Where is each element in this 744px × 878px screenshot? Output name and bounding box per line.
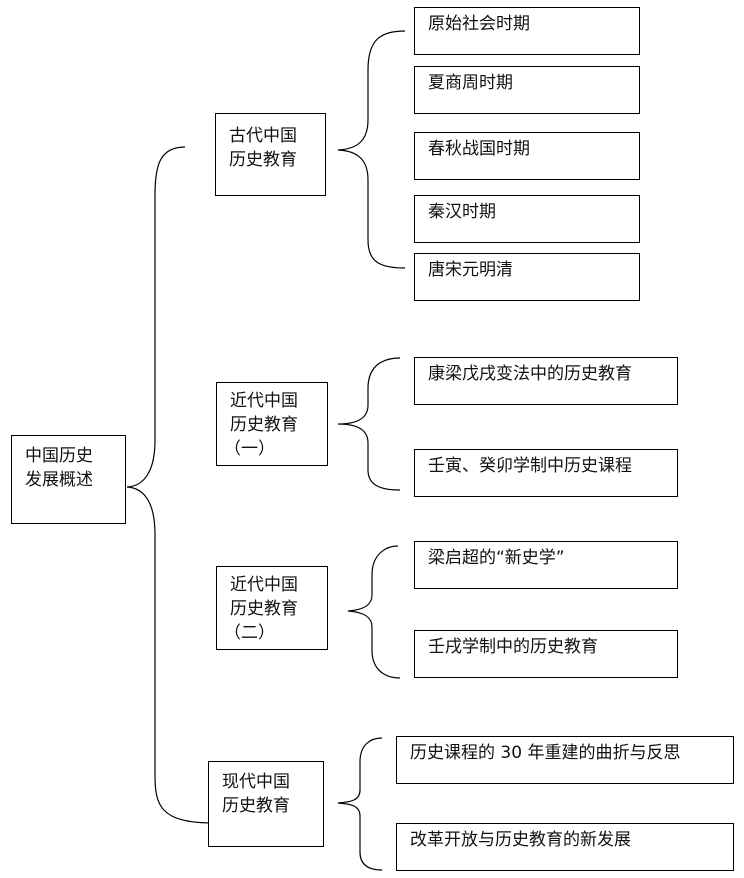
leaf-node: 唐宋元明清 xyxy=(414,253,640,301)
leaf-label: 唐宋元明清 xyxy=(428,260,513,280)
group-line: 历史教育 xyxy=(230,415,298,435)
group-line: 古代中国 xyxy=(229,126,297,146)
group-node-contemporary: 现代中国 历史教育 xyxy=(208,761,324,847)
leaf-node: 原始社会时期 xyxy=(414,7,640,55)
group-line: （一） xyxy=(224,439,275,459)
leaf-node: 壬戌学制中的历史教育 xyxy=(414,630,678,678)
leaf-node: 康梁戊戌变法中的历史教育 xyxy=(414,357,678,405)
leaf-label: 康梁戊戌变法中的历史教育 xyxy=(428,364,632,384)
leaf-label: 秦汉时期 xyxy=(428,202,496,222)
leaf-label: 改革开放与历史教育的新发展 xyxy=(410,830,631,850)
group2-bracket xyxy=(337,357,401,491)
leaf-node: 梁启超的“新史学” xyxy=(414,541,678,589)
leaf-label: 壬寅、癸卯学制中历史课程 xyxy=(428,456,632,476)
root-bracket xyxy=(126,146,214,824)
group-line: 近代中国 xyxy=(230,575,298,595)
group-line: 历史教育 xyxy=(229,150,297,170)
leaf-node: 历史课程的 30 年重建的曲折与反思 xyxy=(396,736,734,784)
group3-bracket xyxy=(347,545,401,679)
leaf-node: 壬寅、癸卯学制中历史课程 xyxy=(414,449,678,497)
group-line: 历史教育 xyxy=(222,796,290,816)
group1-bracket xyxy=(337,30,406,269)
leaf-label: 春秋战国时期 xyxy=(428,139,530,159)
group-line: 现代中国 xyxy=(222,772,290,792)
leaf-node: 夏商周时期 xyxy=(414,66,640,114)
root-line-1: 中国历史 xyxy=(25,446,93,466)
root-node: 中国历史 发展概述 xyxy=(11,435,126,524)
group-line: （二） xyxy=(224,623,275,643)
leaf-label: 原始社会时期 xyxy=(428,14,530,34)
leaf-node: 改革开放与历史教育的新发展 xyxy=(396,823,734,871)
root-line-2: 发展概述 xyxy=(25,470,93,490)
leaf-label: 梁启超的“新史学” xyxy=(428,548,565,568)
group-node-modern-1: 近代中国 历史教育 （一） xyxy=(216,382,328,466)
group-node-modern-2: 近代中国 历史教育 （二） xyxy=(216,566,328,650)
group4-bracket xyxy=(337,737,383,871)
leaf-label: 历史课程的 30 年重建的曲折与反思 xyxy=(410,743,681,763)
group-node-ancient: 古代中国 历史教育 xyxy=(215,113,326,196)
leaf-node: 春秋战国时期 xyxy=(414,132,640,180)
group-line: 历史教育 xyxy=(230,599,298,619)
leaf-node: 秦汉时期 xyxy=(414,195,640,243)
group-line: 近代中国 xyxy=(230,391,298,411)
leaf-label: 夏商周时期 xyxy=(428,73,513,93)
leaf-label: 壬戌学制中的历史教育 xyxy=(428,637,598,657)
